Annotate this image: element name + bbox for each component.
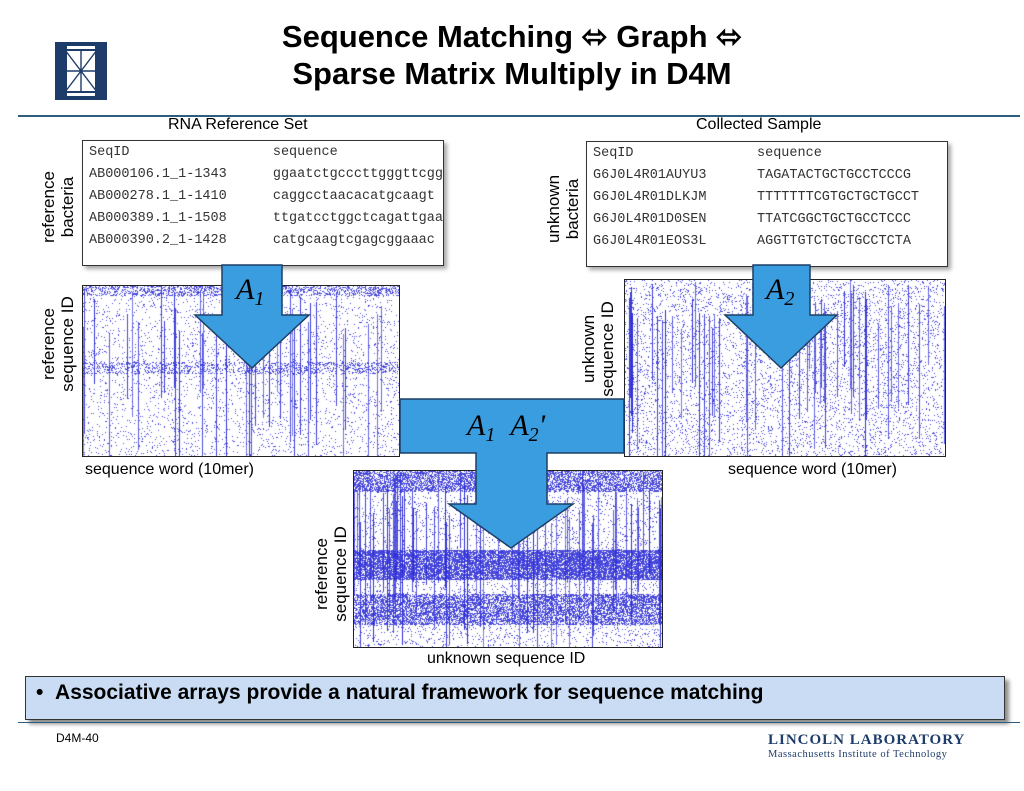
sample-sparse-matrix [624,279,946,457]
header-sequence: sequence [757,145,822,161]
product-arrow-icon [399,398,625,549]
title-line-1: Sequence Matching ⬄ Graph ⬄ [281,19,743,54]
table-header-row: SeqID sequence [83,141,443,163]
right-caption: Collected Sample [696,116,822,133]
slide-number: D4M-40 [56,731,99,745]
title-line-2: Sparse Matrix Multiply in D4M [292,56,732,91]
footer-divider [18,722,1020,723]
reference-table: SeqID sequence AB000106.1_1-1343 ggaatct… [82,140,444,266]
table-row: AB000389.1_1-1508 ttgatcctggctcagattgaa [89,210,443,226]
product-matrix-xlabel: unknown sequence ID [427,650,586,667]
slide-title: Sequence Matching ⬄ Graph ⬄ Sparse Matri… [200,18,824,92]
label-a1: A1 [236,273,265,310]
title-divider [18,115,1020,117]
right-matrix-xlabel: sequence word (10mer) [728,461,897,478]
table-row: G6J0L4R01D0SEN TTATCGGCTGCTGCCTCCC [593,211,911,227]
left-caption: RNA Reference Set [168,116,308,133]
table-header-row: SeqID sequence [587,142,919,164]
table-row: AB000278.1_1-1410 caggcctaacacatgcaagt [89,188,435,204]
header-sequence: sequence [272,144,338,160]
mit-ll-logo-icon [55,42,107,100]
bullet-point: • Associative arrays provide a natural f… [36,681,764,704]
header-seqid: SeqID [593,145,634,161]
table-row: G6J0L4R01AUYU3 TAGATACTGCTGCCTCCCG [593,167,911,183]
table-row: AB000106.1_1-1343 ggaatctgcccttgggttcgg [89,166,443,182]
left-matrix-xlabel: sequence word (10mer) [85,461,254,478]
arrow-a1-icon [193,264,311,370]
arrow-a2-icon [723,264,839,370]
brand-name: LINCOLN LABORATORY [768,732,966,748]
bullet-box [25,676,1005,720]
sample-table: SeqID sequence G6J0L4R01AUYU3 TAGATACTGC… [586,141,948,267]
table-row: G6J0L4R01DLKJM TTTTTTTCGTGCTGCTGCCT [593,189,920,205]
label-a2: A2 [766,273,795,310]
brand-subtitle: Massachusetts Institute of Technology [768,749,948,760]
label-product: A1 A2' [467,409,546,446]
table-row: AB000390.2_1-1428 catgcaagtcgagcggaaac [89,232,435,248]
table-row: G6J0L4R01EOS3L AGGTTGTCTGCTGCCTCTA [593,233,911,249]
header-seqid: SeqID [89,144,130,160]
